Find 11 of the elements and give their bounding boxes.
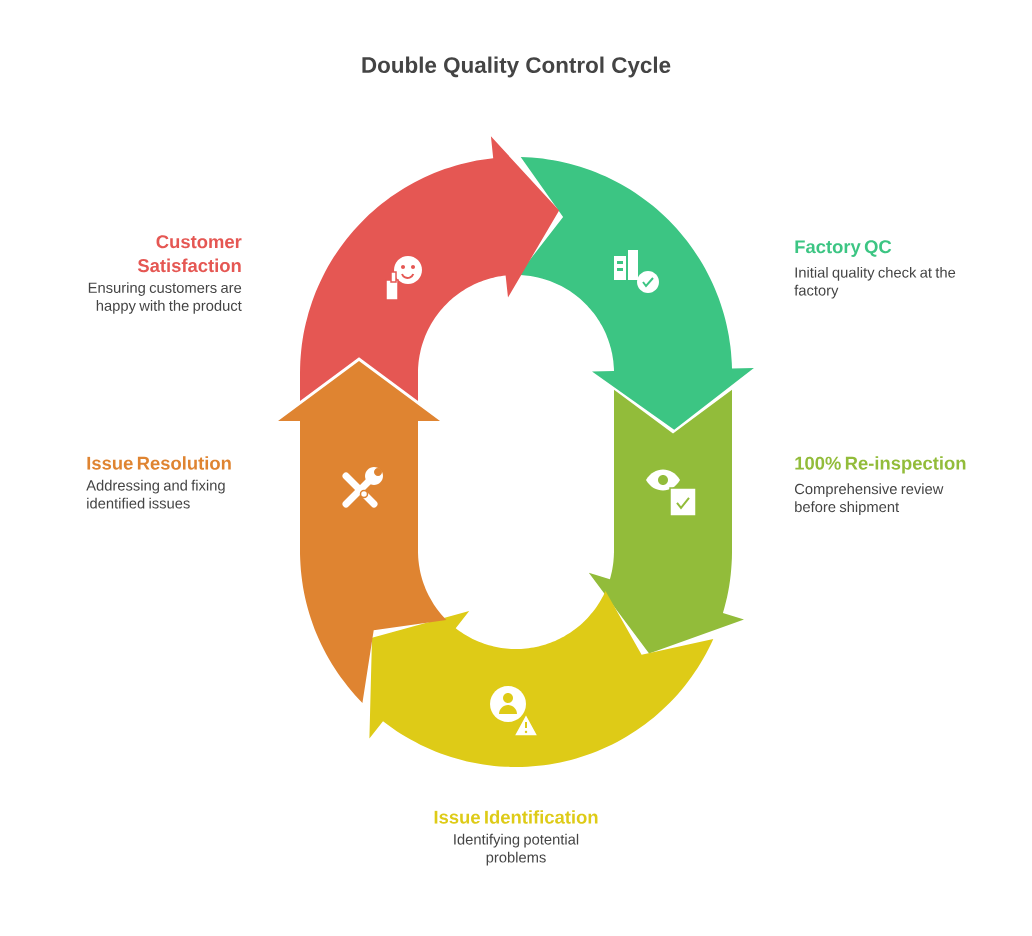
step-description: Initial quality check at the factory (794, 266, 956, 299)
step-heading: Issue Identification (434, 810, 598, 824)
step-heading: Factory QC (795, 240, 892, 257)
title: Double Quality Control Cycle (362, 56, 671, 78)
step-description: Ensuring customers are happy with the product (88, 282, 242, 314)
step-description: Comprehensive review before shipment (794, 483, 944, 516)
step-description: Addressing and fixing identified issues (86, 479, 225, 509)
step-heading: 100% Re-inspection (795, 456, 966, 474)
step-heading: Customer Satisfaction (137, 235, 242, 273)
step-heading: Issue Resolution (87, 456, 231, 470)
step-description: Identifying potential problems (454, 833, 579, 866)
